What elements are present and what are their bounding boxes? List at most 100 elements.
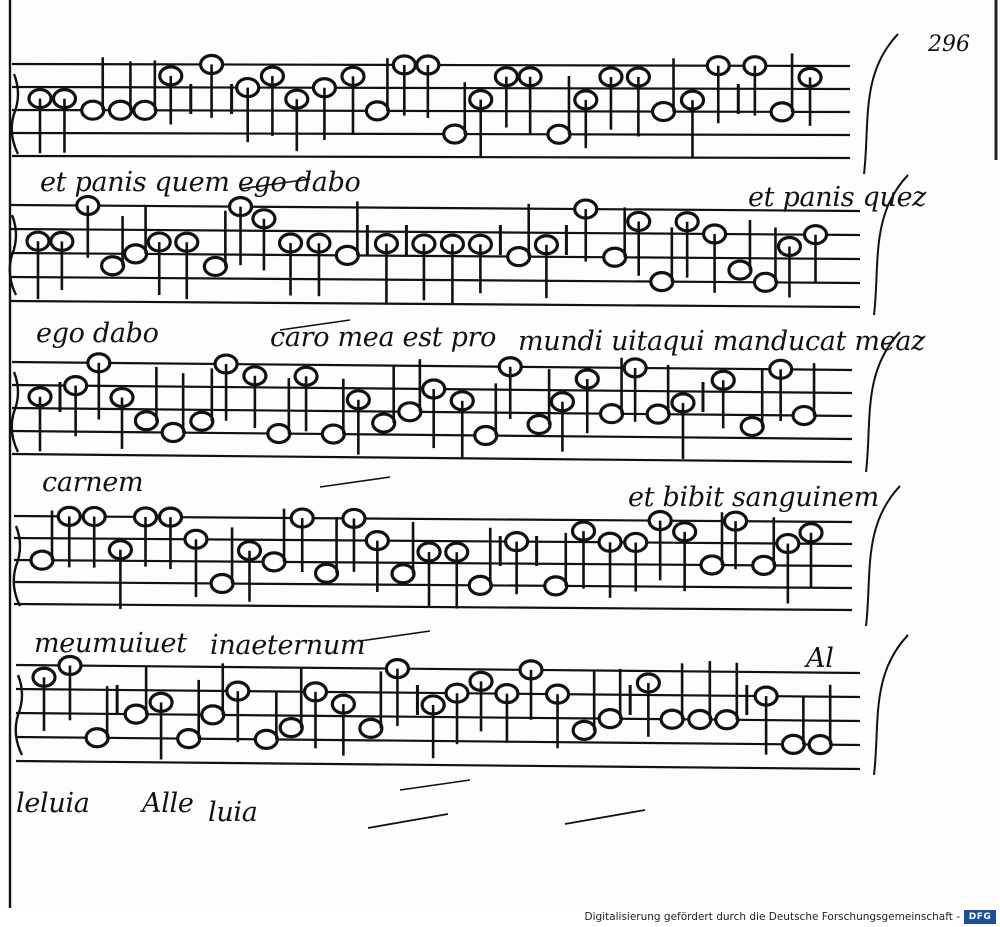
staff-line — [13, 602, 853, 612]
note-head — [791, 404, 817, 427]
note-head — [467, 574, 493, 596]
staff-line — [13, 580, 853, 590]
note-head — [209, 572, 235, 595]
note-head — [780, 733, 806, 755]
staff-line — [9, 275, 861, 285]
note-head — [659, 708, 685, 730]
staff-line — [15, 663, 861, 675]
note-head — [473, 424, 499, 447]
staff-line — [11, 85, 851, 91]
margin-flourish — [863, 33, 899, 175]
lyric-line4-d: Al — [806, 643, 834, 674]
lyric-line2-d: qui manducat meaz — [662, 326, 926, 357]
lyric-line5-a: leluia — [16, 788, 90, 819]
note-head — [122, 243, 149, 265]
note-head — [598, 403, 625, 425]
lyric-line5-b: Alle — [142, 788, 194, 819]
ornament-stroke — [279, 319, 351, 331]
staff-line — [15, 759, 861, 771]
lyric-line2-a: ego dabo — [36, 318, 159, 349]
lyric-line3-a: carnem — [42, 467, 144, 498]
margin-flourish — [865, 331, 901, 473]
ornament-stroke — [319, 476, 391, 488]
staff-line — [11, 131, 851, 137]
note-head — [769, 101, 795, 123]
note-head — [358, 717, 384, 739]
note-head — [80, 99, 106, 121]
ornament-stroke — [399, 779, 471, 791]
note-head — [160, 421, 186, 444]
note-head — [442, 123, 468, 145]
lyric-line2-b: caro mea est pro — [270, 322, 497, 353]
note-head — [645, 403, 671, 425]
lyric-line5-c: luia — [208, 797, 258, 828]
note-head — [84, 727, 110, 749]
note-head — [687, 708, 713, 731]
staff-line — [11, 429, 853, 441]
note-head — [320, 423, 346, 445]
staff-line — [11, 360, 853, 372]
note-head — [714, 709, 740, 731]
note-head — [506, 245, 532, 268]
note-head — [752, 271, 779, 293]
note-head — [807, 734, 833, 756]
clef — [10, 371, 20, 453]
note-head — [266, 422, 292, 445]
lyric-line4-c: inaeternum — [210, 630, 366, 661]
note-head — [699, 554, 725, 576]
note-head — [364, 100, 391, 122]
note-head — [176, 728, 202, 750]
note-head — [313, 562, 340, 584]
staff-line — [9, 299, 861, 309]
note-head — [543, 575, 569, 597]
note-head — [107, 99, 134, 121]
note-head — [133, 410, 159, 432]
ornament-stroke — [239, 178, 311, 190]
ornament-stroke — [564, 809, 646, 825]
note-head — [751, 554, 777, 576]
clef — [14, 674, 24, 756]
note-head — [546, 123, 572, 145]
staff-line — [11, 154, 851, 160]
lyric-line1-b: et panis quez — [748, 182, 927, 213]
staff-line — [13, 536, 853, 546]
note-head — [334, 244, 360, 266]
lyric-line4-a: meum — [34, 628, 118, 659]
staff-line — [11, 406, 853, 418]
note-head — [739, 415, 765, 438]
lyric-line2-c: mundi uita — [518, 326, 663, 357]
staff-line — [11, 452, 853, 464]
note-head — [649, 271, 675, 293]
ornament-stroke — [367, 813, 449, 829]
note-head — [602, 246, 628, 268]
note-head — [132, 99, 158, 121]
lyric-line3-b: et bibit sanguinem — [628, 482, 879, 513]
note-head — [189, 410, 215, 432]
note-head — [253, 728, 279, 750]
note-head — [261, 551, 287, 573]
note-head — [397, 401, 423, 423]
lyric-line1-a: et panis quem ego dabo — [40, 167, 361, 198]
note-head — [727, 259, 753, 281]
note-head — [29, 549, 55, 571]
note-head — [200, 704, 226, 726]
note-head — [571, 719, 597, 741]
staff-line — [15, 735, 861, 747]
digitization-credit: Digitalisierung gefördert durch die Deut… — [584, 911, 960, 923]
margin-flourish — [865, 485, 901, 627]
margin-flourish — [873, 174, 909, 316]
note-head — [371, 412, 397, 434]
staff-line — [9, 227, 861, 237]
clef — [8, 214, 18, 296]
clef — [10, 73, 20, 155]
ornament-stroke — [359, 630, 431, 642]
note-head — [278, 717, 304, 739]
note-head — [650, 100, 677, 123]
note-head — [123, 703, 149, 725]
staff-line — [9, 203, 861, 213]
margin-flourish — [873, 634, 909, 776]
folio-number: 296 — [928, 32, 970, 57]
digitization-credit-bar: Digitalisierung gefördert durch die Deut… — [0, 908, 1000, 927]
